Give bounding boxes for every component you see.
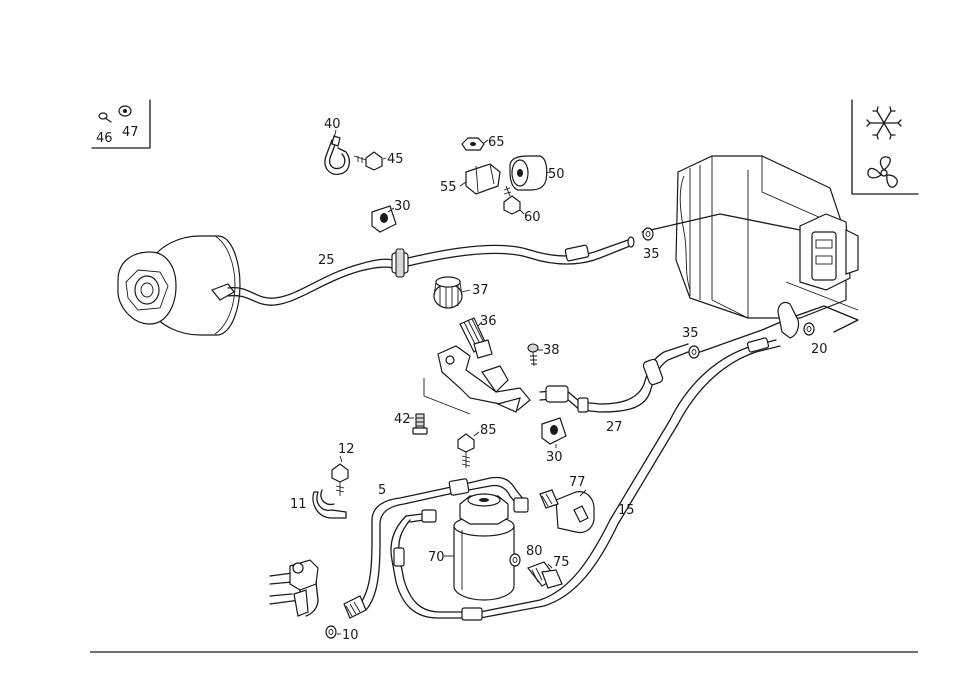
callout-60: 60 bbox=[524, 210, 541, 225]
callout-40: 40 bbox=[324, 117, 341, 132]
screw-46-drawing bbox=[98, 112, 112, 123]
callout-36: 36 bbox=[480, 314, 497, 329]
callout-37: 37 bbox=[472, 283, 489, 298]
oring-10-drawing bbox=[325, 625, 337, 639]
callout-50: 50 bbox=[548, 167, 565, 182]
callout-35-lower: 35 bbox=[682, 326, 699, 341]
compressor-drawing bbox=[117, 235, 241, 336]
callout-42: 42 bbox=[394, 412, 411, 427]
receiver-drier-70-drawing bbox=[453, 493, 515, 601]
callout-65: 65 bbox=[488, 135, 505, 150]
callout-38: 38 bbox=[543, 343, 560, 358]
snowflake-icon bbox=[866, 106, 902, 140]
refrigerant-line-15-drawing bbox=[390, 337, 781, 621]
callout-27: 27 bbox=[606, 420, 623, 435]
callout-30-lower: 30 bbox=[546, 450, 563, 465]
callout-20: 20 bbox=[811, 342, 828, 357]
callout-47: 47 bbox=[122, 125, 139, 140]
nut-47-drawing bbox=[118, 105, 132, 117]
washer-80-drawing bbox=[509, 553, 521, 567]
callout-55: 55 bbox=[440, 180, 457, 195]
damper-50-drawing bbox=[509, 155, 548, 191]
clamp-40-drawing bbox=[324, 135, 351, 175]
fastener-box-46-47 bbox=[91, 99, 151, 149]
grommet-30-upper-drawing bbox=[371, 205, 397, 233]
screw-85-drawing bbox=[457, 433, 475, 468]
condenser-connection-drawing bbox=[269, 559, 319, 617]
callout-46: 46 bbox=[96, 131, 113, 146]
callout-10: 10 bbox=[342, 628, 359, 643]
fitting-20-drawing bbox=[642, 227, 815, 359]
refrigerant-line-5-drawing bbox=[343, 476, 529, 619]
callout-11: 11 bbox=[290, 497, 307, 512]
callout-85: 85 bbox=[480, 423, 497, 438]
bolt-42-drawing bbox=[412, 413, 428, 435]
screw-12-drawing bbox=[331, 463, 349, 496]
switch-75-drawing bbox=[527, 561, 563, 589]
callout-15: 15 bbox=[618, 503, 635, 518]
nut-65-drawing bbox=[461, 137, 485, 151]
callout-25: 25 bbox=[318, 253, 335, 268]
callout-77: 77 bbox=[569, 475, 586, 490]
refrigerant-line-27-drawing bbox=[539, 343, 689, 413]
callout-35-upper: 35 bbox=[643, 247, 660, 262]
callout-labels: 46 47 40 45 65 50 55 60 30 25 35 37 36 3… bbox=[96, 117, 828, 643]
clamp-11-drawing bbox=[312, 489, 347, 519]
valve-assembly-drawing bbox=[423, 276, 539, 415]
screw-45-drawing bbox=[353, 151, 383, 171]
refrigerant-line-25-drawing bbox=[227, 236, 635, 306]
callout-45: 45 bbox=[387, 152, 404, 167]
callout-12: 12 bbox=[338, 442, 355, 457]
fan-icon bbox=[867, 156, 898, 188]
callout-80: 80 bbox=[526, 544, 543, 559]
grommet-30-lower-drawing bbox=[541, 417, 567, 445]
switch-77-drawing bbox=[539, 489, 595, 534]
callout-30-upper: 30 bbox=[394, 199, 411, 214]
leader-lines bbox=[333, 129, 587, 635]
evaporator-drawing bbox=[641, 155, 859, 353]
callout-75: 75 bbox=[553, 555, 570, 570]
bracket-55-drawing bbox=[465, 163, 501, 195]
screw-38-drawing bbox=[527, 343, 539, 367]
callout-5: 5 bbox=[378, 483, 386, 498]
callout-70: 70 bbox=[428, 550, 445, 565]
legend-box bbox=[851, 99, 919, 195]
